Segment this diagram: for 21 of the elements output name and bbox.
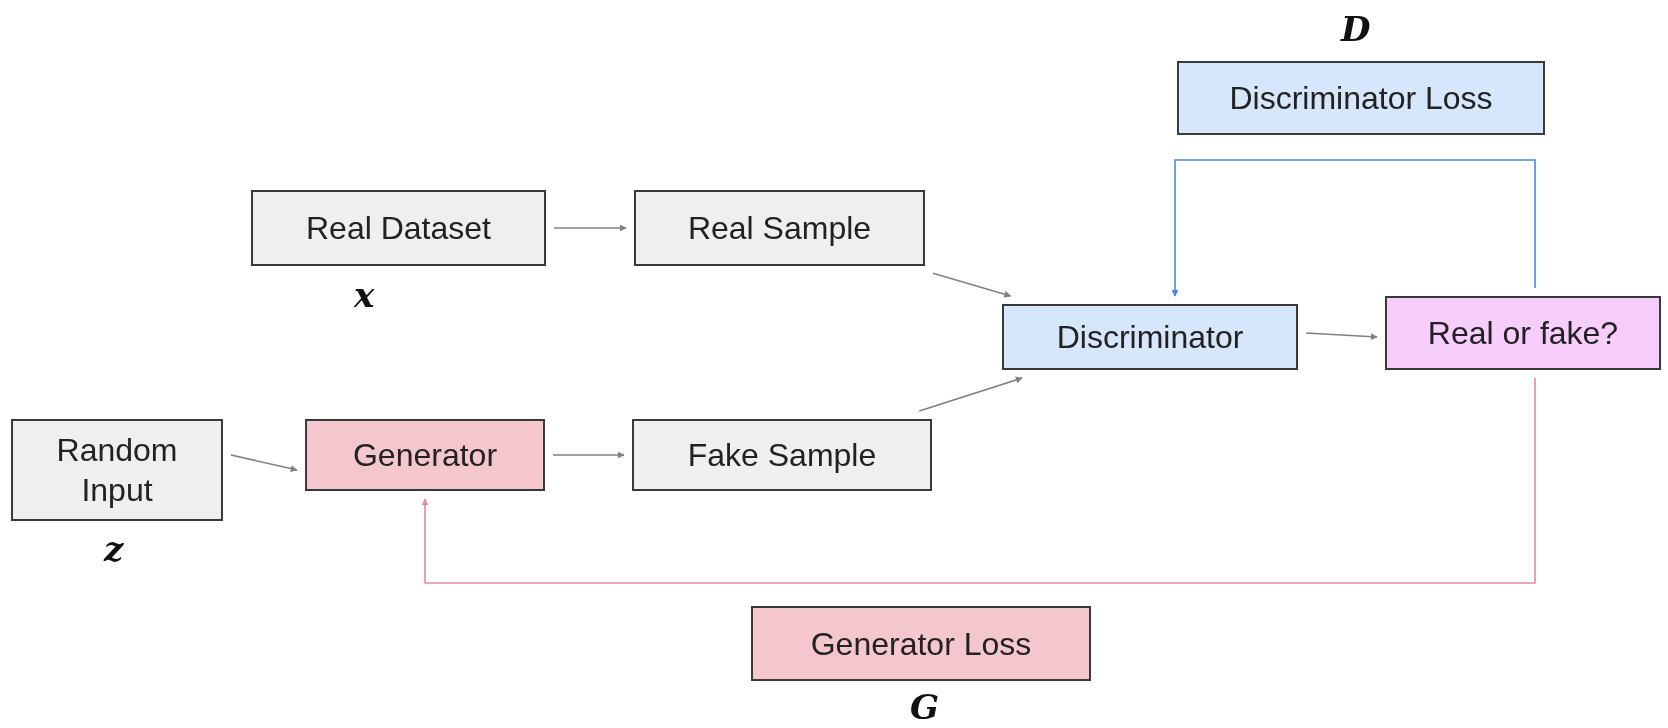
arrow (421, 377, 1536, 584)
loss-box: Discriminator Loss (1177, 61, 1545, 135)
process-box: Real Sample (634, 190, 925, 266)
arrow (552, 451, 625, 459)
process-box: Fake Sample (632, 419, 932, 491)
loss-box: Generator Loss (751, 606, 1091, 681)
arrow (1305, 332, 1378, 341)
arrow (1171, 159, 1536, 297)
math-symbol: D (1341, 12, 1371, 46)
process-box: Discriminator (1002, 304, 1298, 370)
arrow (553, 224, 627, 232)
decision-box: Real or fake? (1385, 296, 1661, 370)
arrow (932, 272, 1012, 298)
data-box: Real Dataset (251, 190, 546, 266)
arrow (918, 376, 1023, 412)
input-box: Random Input (11, 419, 223, 521)
math-symbol: z (104, 532, 124, 566)
math-symbol: x (354, 278, 375, 312)
arrow (230, 454, 298, 472)
process-box: Generator (305, 419, 545, 491)
math-symbol: G (910, 690, 940, 724)
